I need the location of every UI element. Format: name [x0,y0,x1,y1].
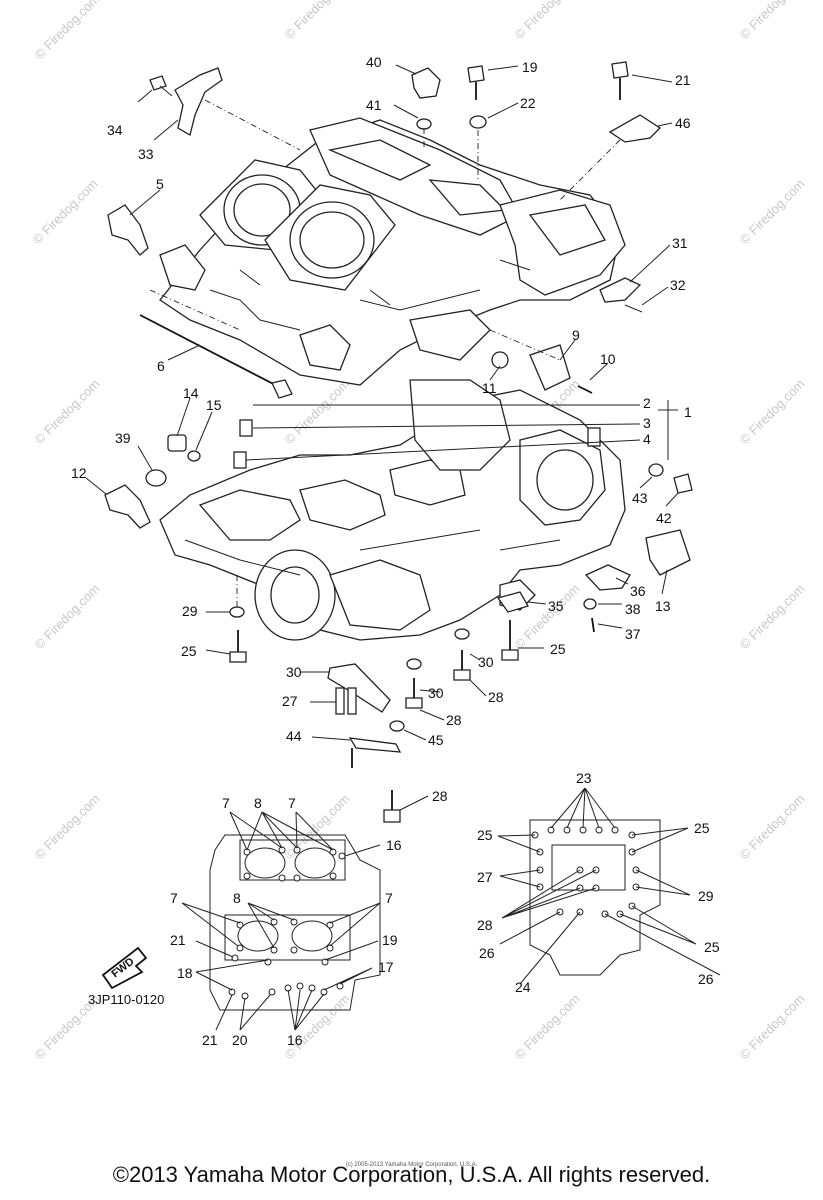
upper-callouts: 1 2 3 4 5 6 9 10 11 12 13 14 15 19 21 22… [71,54,692,804]
watermark: © Firedog.com [737,176,808,247]
callout-label: 32 [670,277,686,293]
callout-label: 2 [643,395,651,411]
callout-label: 25 [477,827,493,843]
watermark: © Firedog.com [32,0,103,62]
callout-label: 3 [643,415,651,431]
bolt-pattern-upper-case [181,811,381,1031]
callout-label: 21 [170,932,186,948]
watermark: © Firedog.com [32,376,103,447]
callout-label: 20 [232,1032,248,1048]
callout-label: 19 [382,932,398,948]
fwd-arrow-icon: FWD [101,946,148,990]
callout-label: 21 [202,1032,218,1048]
leader-lines [85,64,679,811]
callout-label: 22 [520,95,536,111]
watermark: © Firedog.com [737,991,808,1062]
callout-label: 43 [632,490,648,506]
watermark: © Firedog.com [512,991,583,1062]
callout-label: 15 [206,397,222,413]
callout-label: 7 [288,795,296,811]
lower-crankcase-illustration [159,379,626,641]
callout-label: 25 [704,939,720,955]
callout-label: 27 [282,693,298,709]
watermark: © Firedog.com [282,991,353,1062]
callout-label: 8 [254,795,262,811]
callout-label: 26 [479,945,495,961]
diagram-code: 3JP110-0120 [88,992,164,1007]
callout-label: 33 [138,146,154,162]
callout-label: 25 [694,820,710,836]
callout-label: 36 [630,583,646,599]
callout-label: 14 [183,385,199,401]
callout-label: 11 [482,380,497,396]
lower-right-callouts: 23 25 25 27 29 28 26 25 24 26 [477,770,720,995]
watermark: © Firedog.com [737,581,808,652]
callout-label: 25 [550,641,566,657]
watermark: © Firedog.com [32,791,103,862]
callout-label: 25 [181,643,197,659]
callout-label: 9 [572,327,580,343]
callout-label: 31 [672,235,688,251]
watermark: © Firedog.com [512,0,583,42]
callout-label: 5 [156,176,164,192]
callout-label: 28 [477,917,493,933]
callout-label: 40 [366,54,382,70]
callout-label: 38 [625,601,641,617]
callout-label: 1 [684,404,692,420]
callout-label: 16 [287,1032,303,1048]
callout-label: 29 [182,603,198,619]
lower-left-callouts: 7 8 7 16 7 8 7 21 19 18 17 21 20 16 [170,795,402,1048]
small-print: (c) 2005-2013 Yamaha Motor Corporation, … [345,1162,478,1168]
loose-parts [104,61,693,823]
copyright-notice: ©2013 Yamaha Motor Corporation, U.S.A. A… [112,1162,711,1187]
callout-label: 17 [378,959,394,975]
callout-label: 41 [366,97,382,113]
watermark: © Firedog.com [30,176,101,247]
callout-label: 37 [625,626,641,642]
watermark: © Firedog.com [737,791,808,862]
callout-label: 7 [385,890,393,906]
callout-label: 4 [643,431,651,447]
callout-label: 30 [286,664,302,680]
callout-label: 29 [698,888,714,904]
watermark: © Firedog.com [282,376,353,447]
callout-label: 44 [286,728,302,744]
callout-label: 30 [428,685,444,701]
callout-label: 35 [548,598,564,614]
callout-label: 34 [107,122,123,138]
callout-label: 24 [515,979,531,995]
callout-label: 13 [655,598,671,614]
watermark: © Firedog.com [282,0,353,42]
callout-label: 21 [675,72,691,88]
callout-label: 39 [115,430,131,446]
callout-label: 23 [576,770,592,786]
watermark: © Firedog.com [32,581,103,652]
callout-label: 42 [656,510,672,526]
callout-label: 6 [157,358,165,374]
callout-label: 28 [446,712,462,728]
callout-label: 8 [233,890,241,906]
callout-label: 10 [600,351,616,367]
callout-label: 45 [428,732,444,748]
upper-crankcase-illustration [159,117,626,386]
callout-label: 16 [386,837,402,853]
callout-label: 12 [71,465,87,481]
callout-label: 46 [675,115,691,131]
callout-label: 18 [177,965,193,981]
callout-label: 27 [477,869,493,885]
callout-label: 19 [522,59,538,75]
watermark: © Firedog.com [737,376,808,447]
callout-label: 7 [170,890,178,906]
callout-label: 26 [698,971,714,987]
watermark: © Firedog.com [737,0,808,42]
bolt-pattern-lower-case [497,787,721,985]
callout-label: 30 [478,654,494,670]
callout-label: 28 [432,788,448,804]
callout-label: 28 [488,689,504,705]
callout-label: 7 [222,795,230,811]
